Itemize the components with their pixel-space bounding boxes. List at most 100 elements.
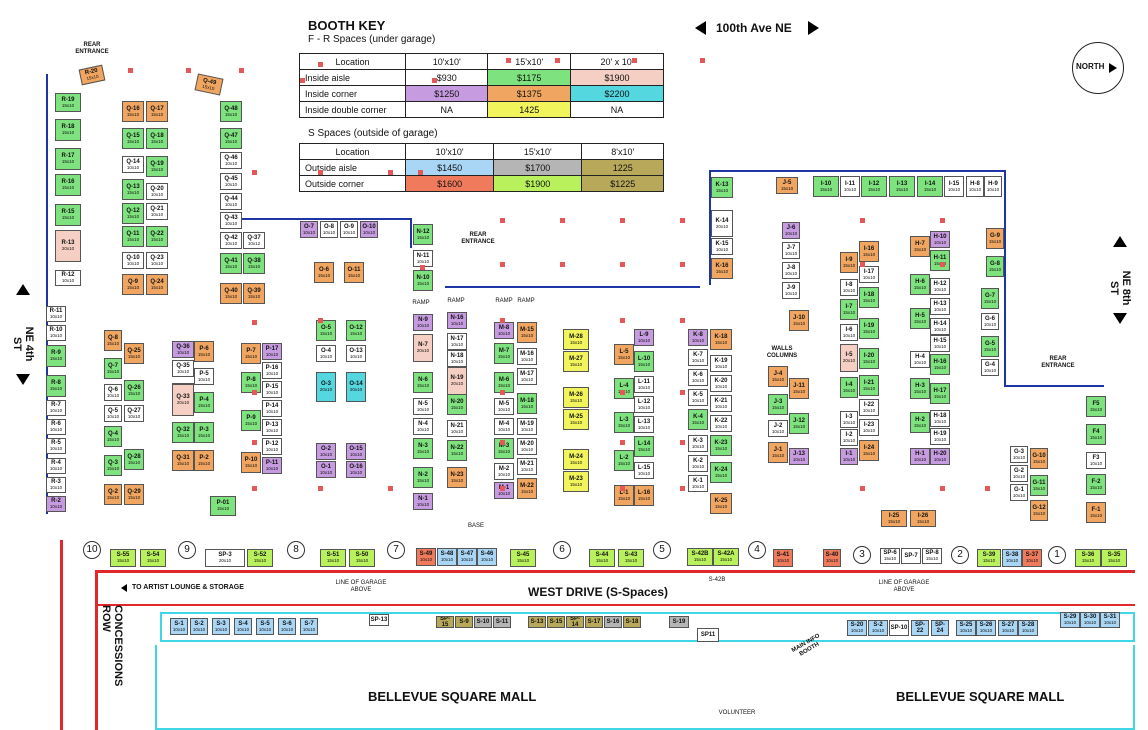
- booth-sp-24[interactable]: SP-24: [931, 620, 949, 636]
- booth-sp11[interactable]: SP11: [697, 628, 719, 642]
- booth-s-9[interactable]: S-9: [455, 616, 473, 628]
- booth-sp-15[interactable]: SP-15: [436, 616, 454, 628]
- booth-s-16[interactable]: S-16: [604, 616, 622, 628]
- booth-s-10[interactable]: S-10: [474, 616, 492, 628]
- booth-sp-13[interactable]: SP-13: [369, 614, 389, 626]
- booth-sp-22[interactable]: SP-22: [911, 620, 929, 636]
